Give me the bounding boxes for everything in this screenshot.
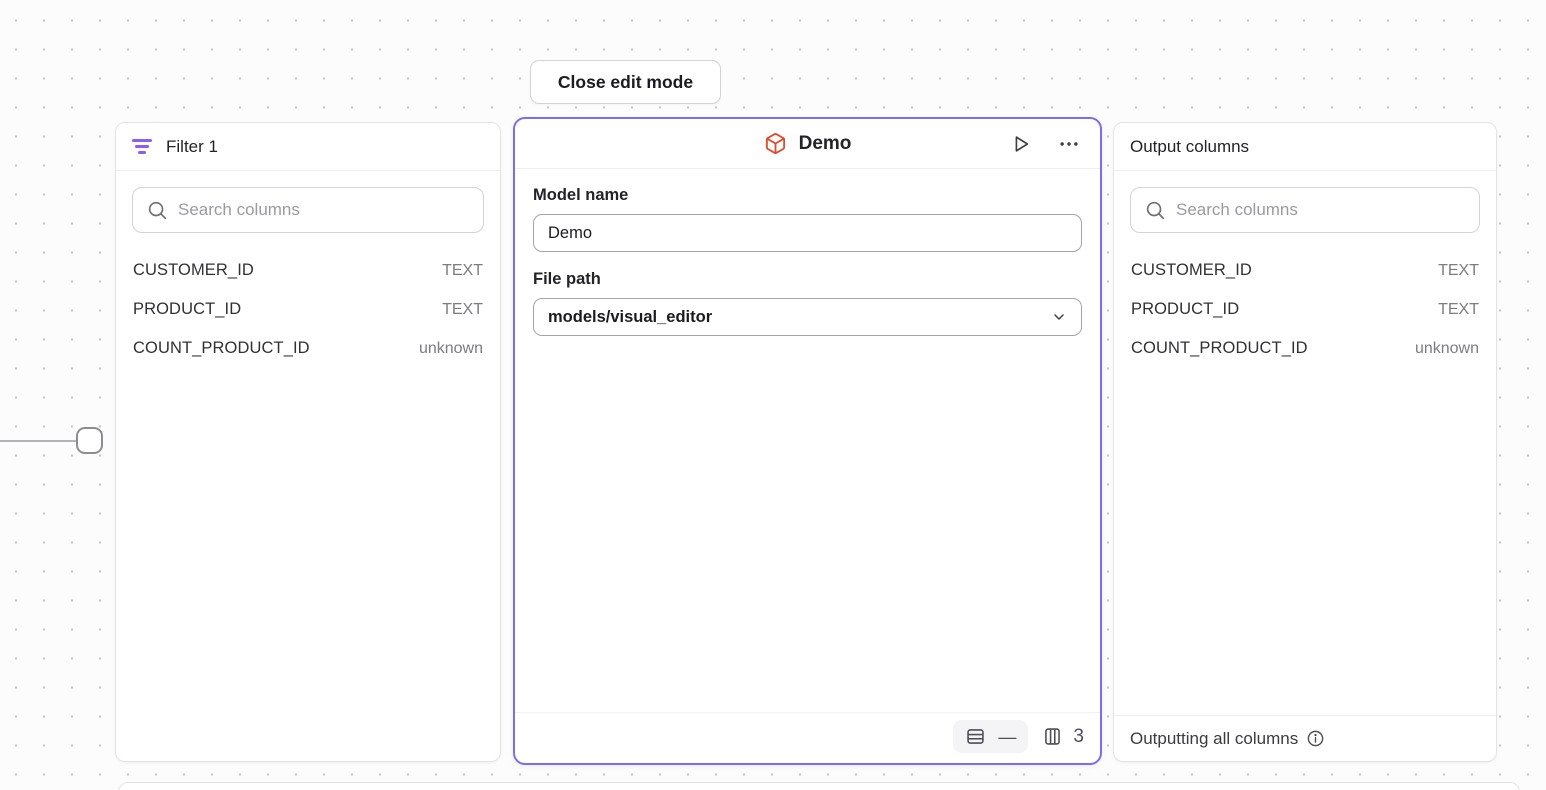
column-name: COUNT_PRODUCT_ID <box>1131 339 1308 357</box>
column-row[interactable]: CUSTOMER_ID TEXT <box>116 251 500 290</box>
close-edit-mode-button[interactable]: Close edit mode <box>530 60 721 104</box>
filter-icon <box>132 139 152 154</box>
column-row[interactable]: COUNT_PRODUCT_ID unknown <box>116 329 500 368</box>
column-type: TEXT <box>442 300 483 318</box>
column-type: TEXT <box>1438 300 1479 318</box>
file-path-select[interactable]: models/visual_editor <box>533 298 1082 336</box>
column-name: CUSTOMER_ID <box>1131 261 1252 279</box>
column-row[interactable]: PRODUCT_ID TEXT <box>1114 290 1496 329</box>
column-count-stat[interactable]: 3 <box>1042 726 1084 748</box>
filter-search-input[interactable] <box>132 187 484 233</box>
output-column-list: CUSTOMER_ID TEXT PRODUCT_ID TEXT COUNT_P… <box>1114 249 1496 368</box>
column-name: COUNT_PRODUCT_ID <box>133 339 310 357</box>
filter-panel-header: Filter 1 <box>116 123 500 171</box>
model-panel-header: Demo <box>515 119 1100 169</box>
column-type: TEXT <box>1438 261 1479 279</box>
table-columns-icon <box>1042 726 1063 747</box>
output-columns-panel[interactable]: Output columns CUSTOMER_ID TEXT PRODUCT_… <box>1113 122 1497 762</box>
column-type: TEXT <box>442 261 483 279</box>
model-panel-title: Demo <box>798 132 852 154</box>
ellipsis-icon <box>1058 133 1080 155</box>
column-count-value: 3 <box>1073 725 1084 747</box>
column-row[interactable]: PRODUCT_ID TEXT <box>116 290 500 329</box>
model-footer-divider <box>515 712 1100 713</box>
table-rows-icon <box>965 726 986 747</box>
edge-connector-handle[interactable] <box>76 427 103 454</box>
output-footer-text: Outputting all columns <box>1130 728 1299 748</box>
column-type: unknown <box>418 339 483 357</box>
play-icon <box>1010 133 1032 155</box>
filter-panel-title: Filter 1 <box>166 136 218 156</box>
model-name-label: Model name <box>533 186 629 204</box>
column-name: PRODUCT_ID <box>133 300 242 318</box>
column-type: unknown <box>1414 339 1479 357</box>
column-row[interactable]: COUNT_PRODUCT_ID unknown <box>1114 329 1496 368</box>
filter-node-panel[interactable]: Filter 1 CUSTOMER_ID TEXT PRODUCT_ID TEX… <box>115 122 501 762</box>
model-node-panel[interactable]: Demo <box>513 117 1102 765</box>
file-path-label: File path <box>533 270 601 288</box>
more-options-button[interactable] <box>1056 131 1082 157</box>
output-search-input[interactable] <box>1130 187 1480 233</box>
output-panel-header: Output columns <box>1114 123 1496 171</box>
output-panel-footer: Outputting all columns <box>1114 715 1496 761</box>
run-model-button[interactable] <box>1008 131 1034 157</box>
column-row[interactable]: CUSTOMER_ID TEXT <box>1114 251 1496 290</box>
model-stats: — 3 <box>953 720 1084 753</box>
column-name: CUSTOMER_ID <box>133 261 254 279</box>
model-cube-icon <box>764 132 787 155</box>
file-path-value: models/visual_editor <box>548 307 713 326</box>
filter-column-list: CUSTOMER_ID TEXT PRODUCT_ID TEXT COUNT_P… <box>116 249 500 368</box>
output-panel-title: Output columns <box>1130 136 1250 156</box>
model-name-input[interactable] <box>533 214 1082 252</box>
edge-connector-line <box>0 440 76 442</box>
column-name: PRODUCT_ID <box>1131 300 1240 318</box>
info-icon[interactable] <box>1306 729 1325 748</box>
results-panel-edge[interactable] <box>118 782 1520 790</box>
row-count-stat[interactable]: — <box>953 720 1029 753</box>
row-count-value: — <box>998 726 1017 747</box>
chevron-down-icon <box>1051 309 1067 325</box>
